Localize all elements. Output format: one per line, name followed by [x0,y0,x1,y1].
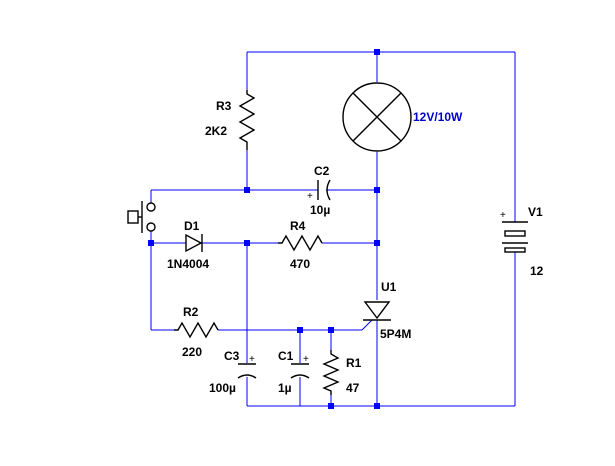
c3-value: 100µ [209,381,236,395]
c3-ref: C3 [224,349,240,363]
r4-value: 470 [290,257,310,271]
c2-polarity: + [307,191,313,202]
c1-polarity: + [303,354,309,365]
r2-value: 220 [182,345,202,359]
r1-value: 47 [346,381,360,395]
v1-value: 12 [530,264,544,278]
r3-value: 2K2 [205,124,227,138]
capacitor-c2 [317,179,331,201]
junction-dot [374,187,380,193]
junctions [148,49,380,409]
r3-ref: R3 [216,99,232,113]
v1-polarity: + [500,210,506,221]
c2-ref: C2 [314,164,330,178]
d1-value: 1N4004 [167,257,209,271]
junction-dot [374,49,380,55]
capacitor-c3 [237,363,257,379]
d1-ref: D1 [184,219,200,233]
resistor-r4 [278,234,323,252]
junction-dot [374,403,380,409]
r1-ref: R1 [346,356,362,370]
resistor-r3 [238,90,256,150]
resistor-r2 [174,321,219,339]
junction-dot [328,403,334,409]
battery-icon [502,221,528,253]
u1-ref: U1 [381,280,397,294]
r4-ref: R4 [290,219,306,233]
c3-polarity: + [249,354,255,365]
r2-ref: R2 [183,305,199,319]
junction-dot [244,187,250,193]
junction-dot [297,327,303,333]
push-button-switch-icon[interactable] [127,201,156,233]
junction-dot [374,240,380,246]
resistor-r1 [322,350,340,395]
u1-value: 5P4M [380,327,411,341]
scr-thyristor-icon [363,301,391,321]
lamp-value: 12V/10W [413,110,463,124]
c2-value: 10µ [310,203,330,217]
c1-ref: C1 [278,349,294,363]
capacitor-c1 [290,363,310,379]
diode-d1 [185,233,203,253]
v1-ref: V1 [528,205,543,219]
wires [150,51,516,407]
lamp-icon [342,82,412,152]
junction-dot [148,240,154,246]
junction-dot [328,327,334,333]
junction-dot [244,240,250,246]
c1-value: 1µ [278,381,292,395]
